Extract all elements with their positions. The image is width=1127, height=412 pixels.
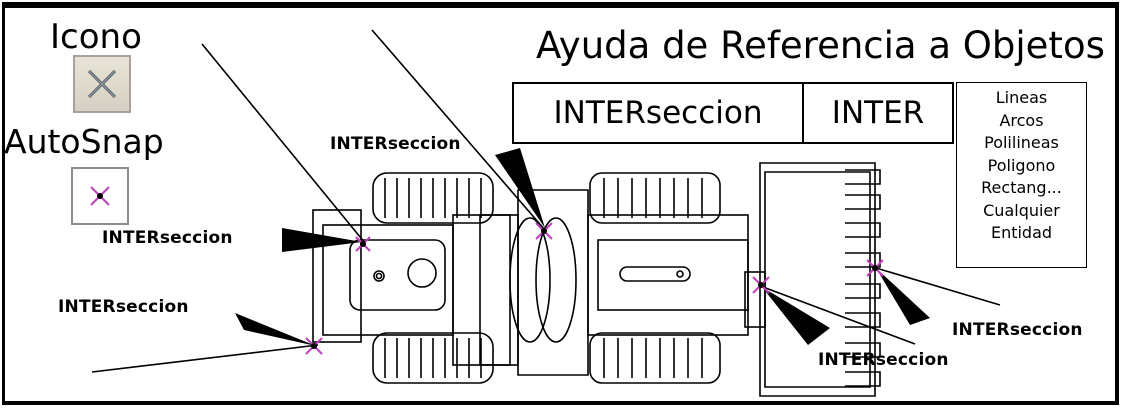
entity-item: Poligono <box>987 155 1056 175</box>
front-frame <box>587 214 749 336</box>
autosnap-marker-glyph <box>90 186 110 206</box>
callout-label: INTERseccion <box>58 297 189 317</box>
front-wheel-bottom <box>589 332 721 384</box>
intersection-marker-icon <box>71 167 129 225</box>
bucket <box>759 162 876 397</box>
snap-reference-table: INTERseccion INTER <box>512 82 954 144</box>
entity-item: Rectang... <box>981 178 1062 197</box>
page-title: Ayuda de Referencia a Objetos <box>536 24 1105 67</box>
icon-label: Icono <box>50 17 142 57</box>
entity-item: Arcos <box>999 110 1044 130</box>
callout-label: INTERseccion <box>818 350 949 370</box>
callout-label: INTERseccion <box>102 228 233 248</box>
rear-wheel-top <box>372 172 494 224</box>
callout-label: INTERseccion <box>330 134 461 154</box>
entity-item: Entidad <box>990 223 1053 242</box>
entity-item: Lineas <box>995 88 1048 107</box>
callout-label: INTERseccion <box>952 320 1083 340</box>
entity-item: Cualquier <box>983 200 1060 220</box>
front-wheel-top <box>589 172 721 224</box>
entity-item: Polilineas <box>984 133 1059 152</box>
intersection-snap-icon <box>73 55 131 113</box>
figure-frame <box>2 2 1119 405</box>
callout-arrows <box>235 148 930 346</box>
entity-list: Lineas Arcos Polilineas Poligono Rectang… <box>956 82 1087 268</box>
rear-wheel-bottom <box>372 332 494 384</box>
autosnap-label: AutoSnap <box>4 122 164 161</box>
snap-abbreviation: INTER <box>831 95 925 131</box>
cab <box>452 214 519 366</box>
snap-full-name: INTERseccion <box>514 84 804 142</box>
intersection-snap-glyph <box>87 69 117 99</box>
